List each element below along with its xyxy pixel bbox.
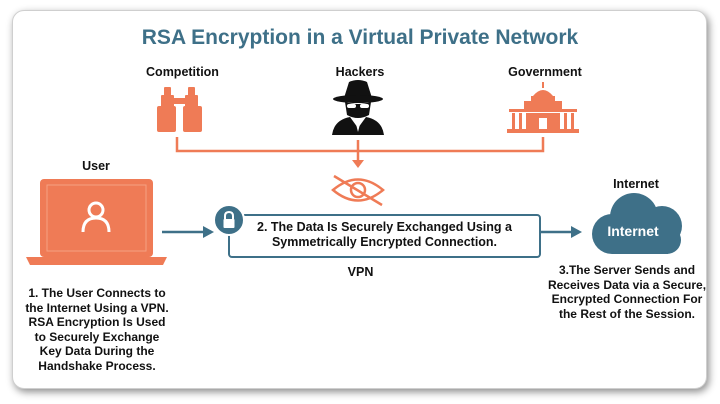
user-label: User bbox=[82, 159, 110, 173]
diagram-title: RSA Encryption in a Virtual Private Netw… bbox=[141, 26, 579, 49]
lock-icon bbox=[213, 204, 245, 236]
competition-label: Competition bbox=[146, 65, 219, 79]
threat-connector bbox=[175, 137, 545, 162]
internet-step-text: 3.The Server Sends and Receives Data via… bbox=[547, 263, 707, 321]
vpn-step-text: 2. The Data Is Securely Exchanged Using … bbox=[257, 220, 512, 249]
blocked-eye-icon bbox=[331, 174, 385, 207]
user-step-text: 1. The User Connects to the Internet Usi… bbox=[25, 286, 169, 373]
laptop-user-icon bbox=[26, 179, 167, 265]
government-label: Government bbox=[508, 65, 582, 79]
cloud-icon bbox=[592, 193, 682, 254]
flow-arrow-left bbox=[162, 226, 214, 238]
threat-arrow-head bbox=[352, 160, 364, 168]
binoculars-icon bbox=[157, 87, 202, 132]
vpn-label: VPN bbox=[347, 265, 374, 279]
flow-arrow-right bbox=[541, 226, 582, 238]
internet-label: Internet bbox=[613, 177, 659, 191]
hacker-icon bbox=[332, 80, 384, 135]
hackers-label: Hackers bbox=[335, 65, 385, 79]
cloud-label: Internet bbox=[607, 223, 659, 239]
government-building-icon bbox=[507, 82, 579, 133]
vpn-connection-box bbox=[228, 214, 541, 258]
